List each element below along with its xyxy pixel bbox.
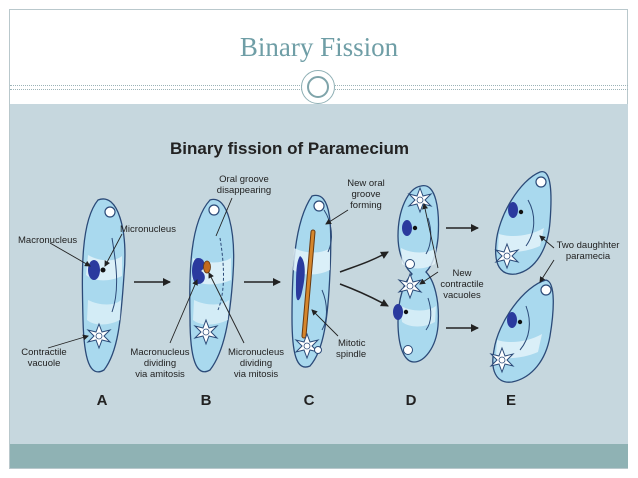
- label-mitotic-2: spindle: [336, 349, 366, 360]
- label-oral-groove-1: Oral groove: [219, 174, 269, 185]
- label-macro-dividing-3: via amitosis: [135, 369, 185, 380]
- label-macronucleus: Macronucleus: [18, 235, 77, 246]
- label-new-oral-2: groove: [351, 189, 380, 200]
- cell-b: [189, 198, 235, 373]
- label-oral-groove-2: disappearing: [217, 185, 271, 196]
- stage-label-c: C: [304, 392, 315, 409]
- label-new-oral-3: forming: [350, 200, 382, 211]
- label-contractile-vacuole-1: Contractile: [21, 347, 66, 358]
- figure-title: Binary fission of Paramecium: [170, 139, 409, 158]
- label-new-oral-1: New oral: [347, 178, 385, 189]
- slide-title: Binary Fission: [239, 32, 399, 62]
- label-macro-dividing-1: Macronucleus: [130, 347, 189, 358]
- stage-label-b: B: [201, 392, 212, 409]
- bottom-bar: [10, 444, 628, 468]
- label-macro-dividing-2: dividing: [144, 358, 176, 369]
- cell-e-bottom: [490, 279, 554, 383]
- label-mitotic-1: Mitotic: [338, 338, 366, 349]
- label-micro-dividing-3: via mitosis: [234, 369, 279, 380]
- circle-ornament-icon: [301, 70, 335, 104]
- stage-label-a: A: [97, 392, 108, 409]
- arrow-c-d-bottom-icon: [339, 283, 389, 307]
- label-micro-dividing-1: Micronucleus: [228, 347, 284, 358]
- label-contractile-vacuole-2: vacuole: [28, 358, 61, 369]
- label-new-cv-1: New: [452, 268, 471, 279]
- label-new-cv-2: contractile: [440, 279, 483, 290]
- label-daughter-2: paramecia: [566, 251, 611, 262]
- pointer-lines: [47, 197, 555, 349]
- cell-c: [291, 194, 332, 368]
- arrow-c-d-top-icon: [339, 251, 389, 273]
- label-new-cv-3: vacuoles: [443, 290, 481, 301]
- label-micronucleus: Micronucleus: [120, 224, 176, 235]
- stage-label-e: E: [506, 392, 516, 409]
- label-daughter-1: Two daughhter: [557, 240, 620, 251]
- stage-label-d: D: [406, 392, 417, 409]
- cell-a: [81, 198, 126, 373]
- label-micro-dividing-2: dividing: [240, 358, 272, 369]
- cell-d: [393, 185, 440, 363]
- cell-e-top: [494, 171, 552, 275]
